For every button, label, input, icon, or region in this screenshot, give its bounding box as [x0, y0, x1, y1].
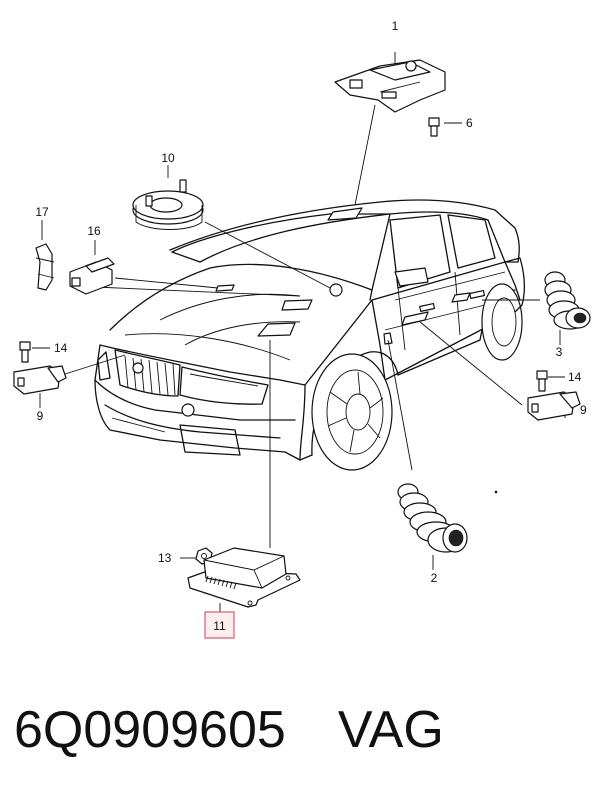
callout-6: 6	[466, 116, 473, 130]
part-10-clock-spring	[132, 179, 204, 230]
part-17-clip	[35, 243, 55, 291]
part-9-side-sensor-right	[527, 391, 581, 421]
sensor-location-markers	[215, 207, 471, 345]
car-illustration	[94, 199, 526, 471]
part-9-side-sensor-left	[13, 365, 67, 395]
part-1-crash-sensor	[334, 59, 446, 113]
part-number: 6Q0909605	[14, 701, 286, 759]
callout-16: 16	[87, 224, 101, 238]
part-6-bolt	[428, 117, 440, 137]
part-16-connector	[69, 257, 115, 295]
brand-name: VAG	[337, 701, 444, 759]
callout-11: 11	[213, 619, 226, 633]
callout-3: 3	[556, 345, 563, 359]
part-14-bolt-left	[19, 341, 31, 363]
callout-2: 2	[431, 571, 438, 585]
part-3-bellows	[544, 271, 591, 330]
part-number-caption: 6Q0909605 VAG	[14, 690, 594, 770]
stray-dot	[494, 490, 498, 494]
callout-9-left: 9	[37, 409, 44, 423]
callout-10: 10	[161, 151, 175, 165]
leader-lines	[32, 52, 566, 612]
callout-13: 13	[158, 551, 172, 565]
callout-1: 1	[392, 19, 399, 33]
part-2-bellows	[397, 483, 468, 553]
callout-14-left: 14	[54, 341, 68, 355]
airbag-parts-diagram: 1 6 10 17 16 14 9 3 14 9 2 13 11	[13, 19, 591, 639]
callout-9-right: 9	[580, 403, 587, 417]
callout-11-highlight-box	[204, 611, 235, 639]
callout-17: 17	[35, 205, 49, 219]
callout-14-right: 14	[568, 370, 582, 384]
part-14-bolt-right	[536, 370, 548, 392]
part-11-airbag-control-unit	[187, 547, 301, 608]
